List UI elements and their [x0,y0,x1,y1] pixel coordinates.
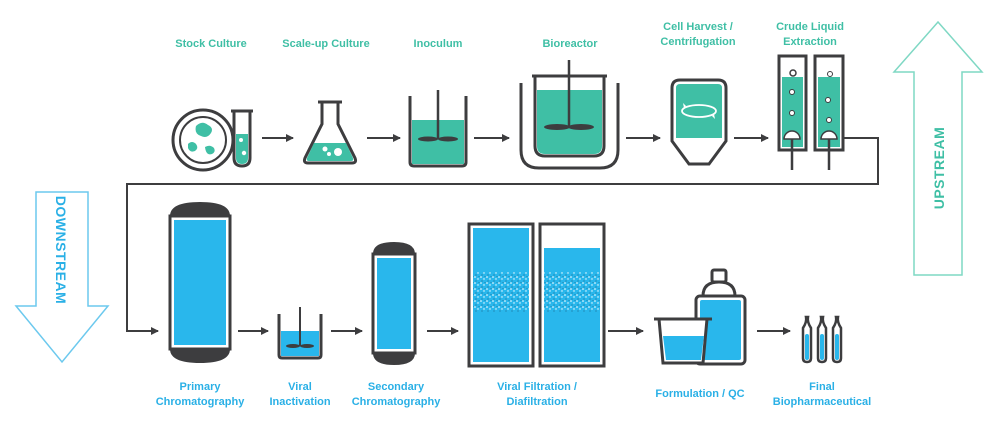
upstream-label: UPSTREAM [931,127,947,210]
bioreactor-icon [519,60,620,170]
centrifuge-icon [670,78,728,166]
secondary-column-icon [371,242,417,365]
label-secondary-chromatography: Secondary Chromatography [351,381,441,408]
culture-tube-icon [231,109,253,168]
upstream-arrow-icon: UPSTREAM [892,20,984,276]
label-crude-liquid-extraction: Crude Liquid Extraction [776,21,844,48]
label-scale-up-culture: Scale-up Culture [282,38,370,50]
downstream-arrow-icon: DOWNSTREAM [14,191,110,364]
inoculum-beaker-icon [408,90,468,168]
label-primary-chromatography: Primary Chromatography [155,381,245,408]
extraction-column-left-icon [777,54,808,170]
label-cell-harvest: Cell Harvest / Centrifugation [660,21,736,48]
label-viral-filtration: Viral Filtration / Diafiltration [497,381,577,408]
filtration-panel-right-icon [538,222,606,368]
label-viral-inactivation: Viral Inactivation [269,381,331,408]
filtration-panel-left-icon [467,222,535,368]
label-bioreactor: Bioreactor [542,38,598,50]
label-formulation-qc: Formulation / QC [655,388,745,400]
flow-connector [126,137,879,335]
label-final-biopharmaceutical: Final Biopharmaceutical [772,381,872,408]
label-stock-culture: Stock Culture [175,38,247,50]
inactivation-beaker-icon [277,307,323,360]
downstream-label: DOWNSTREAM [53,196,69,304]
vials-fill [805,334,839,360]
label-inoculum: Inoculum [413,38,463,50]
primary-column-icon [168,202,232,363]
flask-icon [302,100,358,165]
extraction-column-right-icon [813,54,845,170]
petri-dish-icon [171,108,235,172]
formulation-beaker-icon [654,317,712,365]
